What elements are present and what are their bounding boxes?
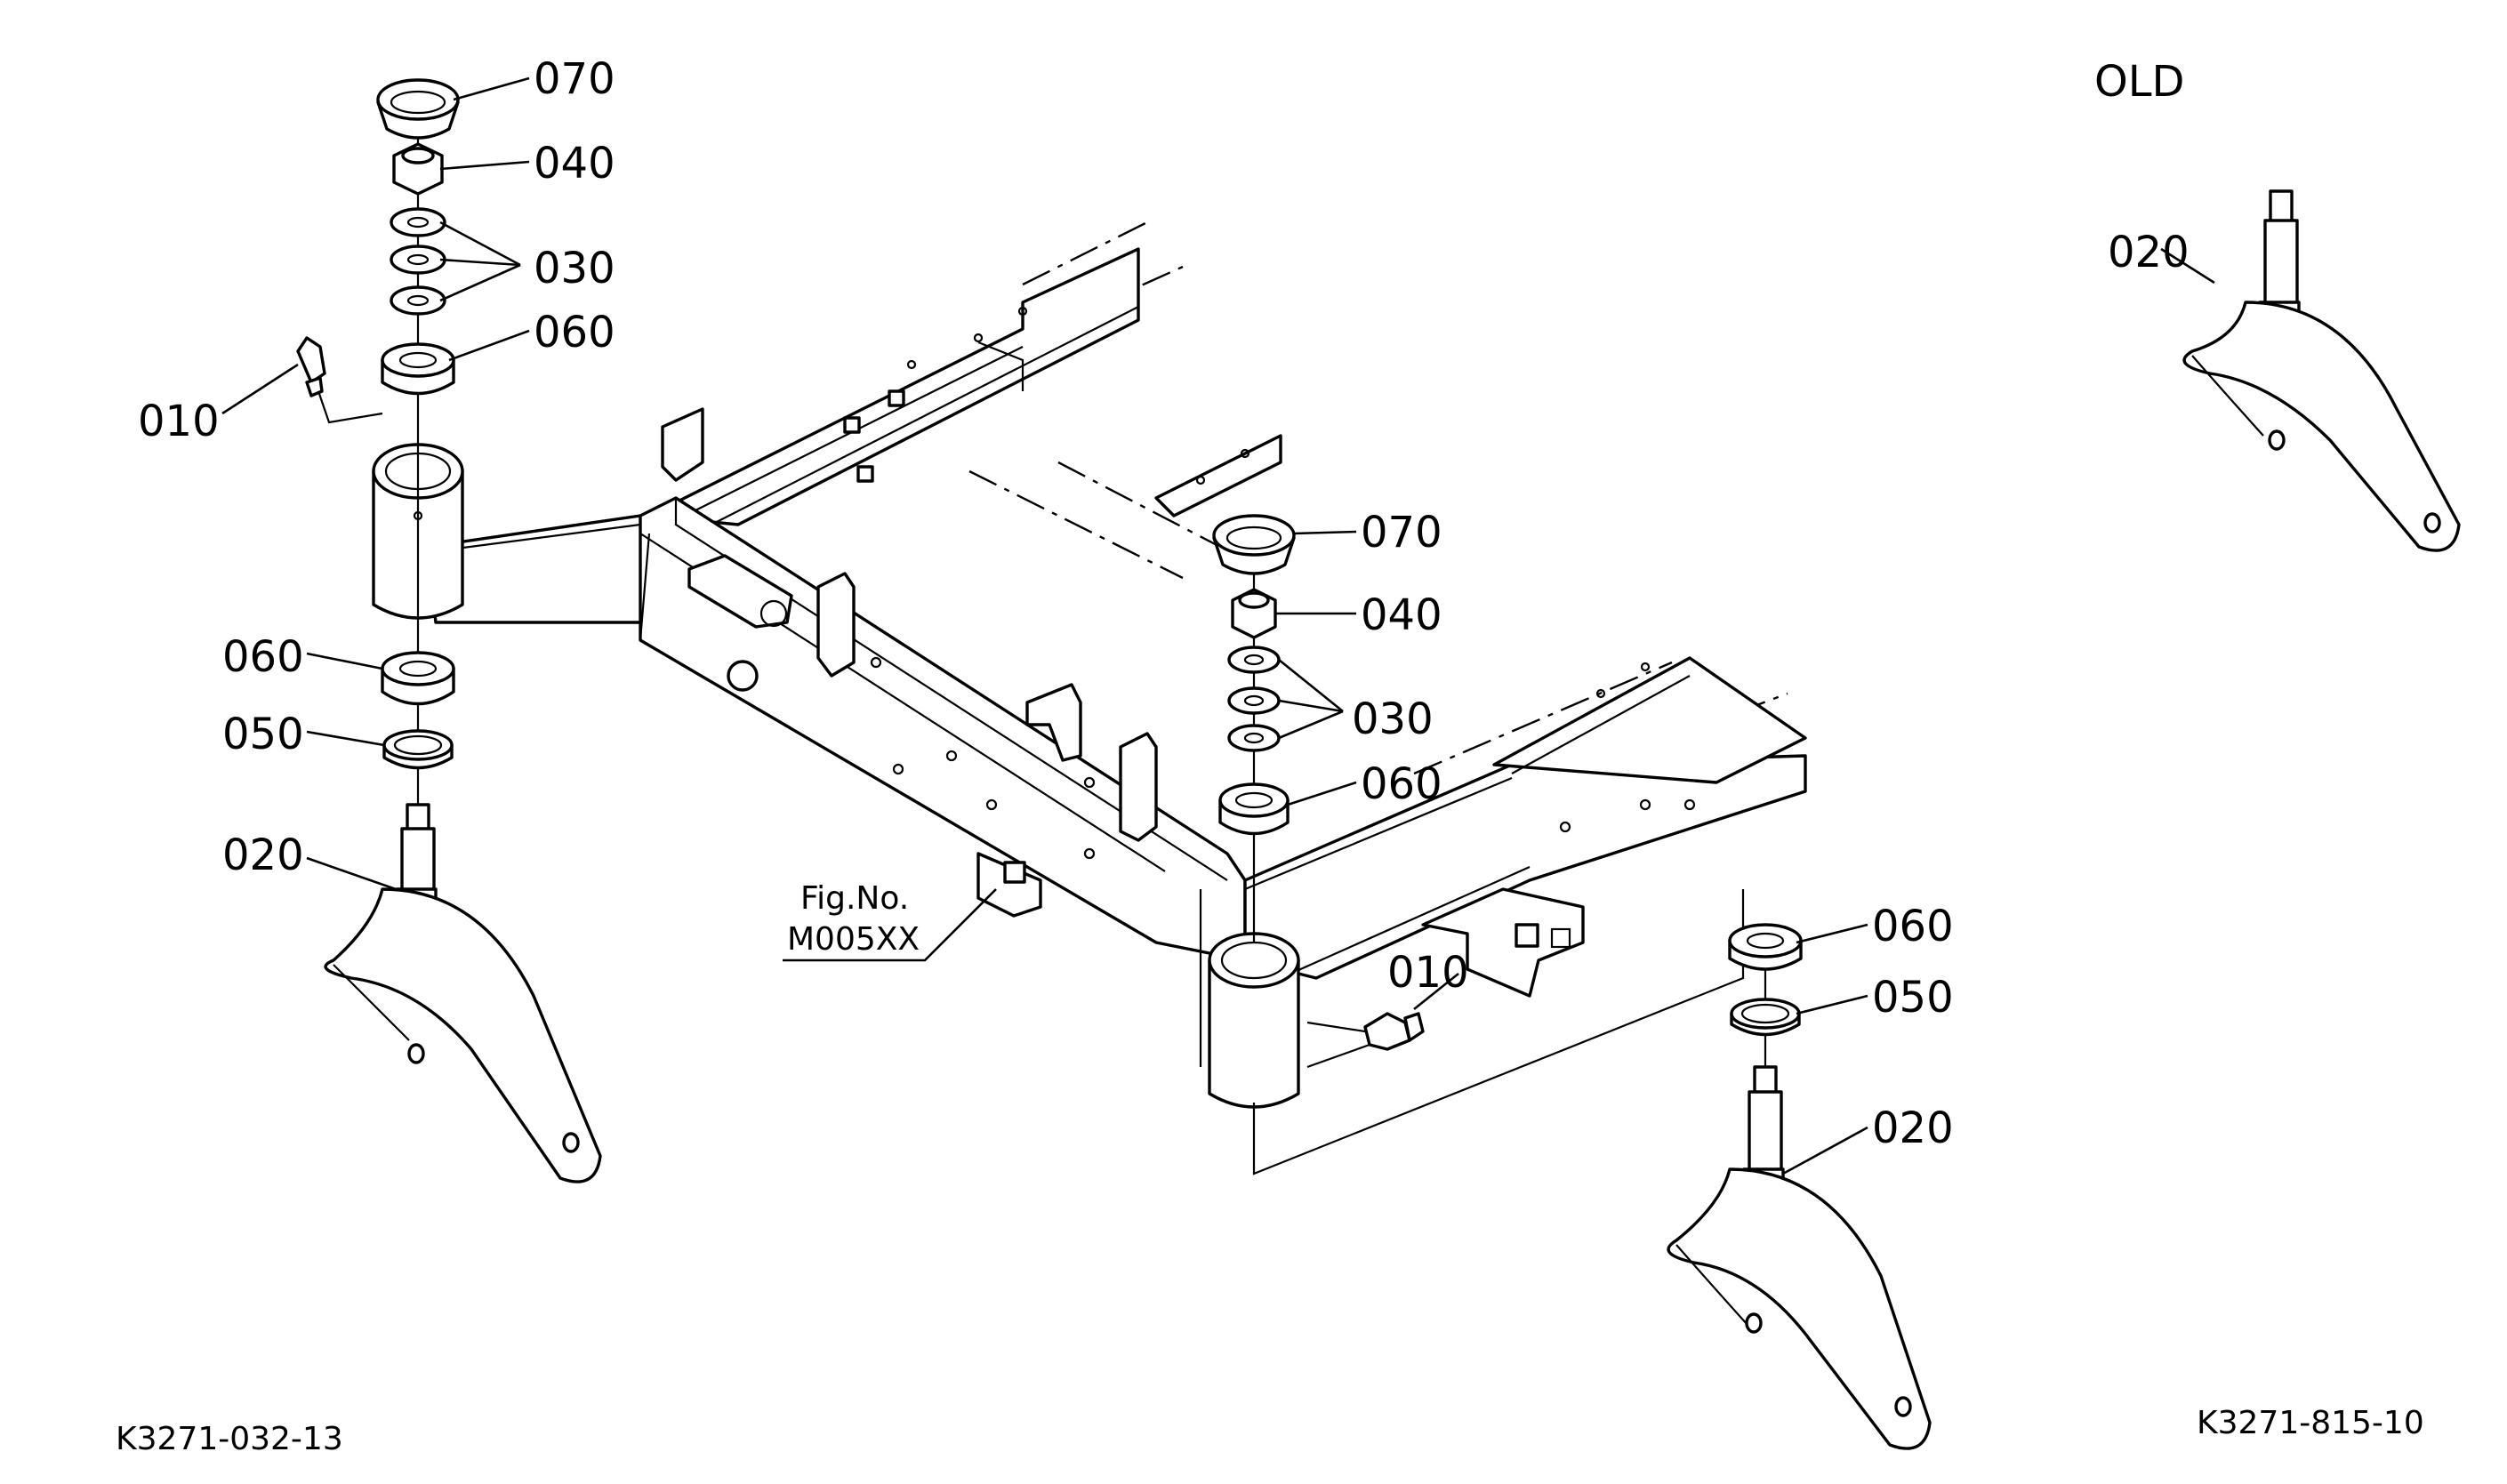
washer-icon: [390, 207, 446, 316]
caster-fork-icon: [1667, 1065, 1932, 1450]
callout-right-050: 050: [1872, 973, 1954, 1023]
header-variant-label: OLD: [2094, 57, 2184, 107]
grease-nipple-icon: [1306, 1012, 1425, 1069]
dust-cap-icon: [376, 78, 460, 140]
bearing-icon: [381, 342, 455, 396]
callout-left-010: 010: [138, 397, 220, 446]
callout-left-070: 070: [534, 54, 615, 104]
figure-ref-line2: M005XX: [787, 921, 920, 958]
nut-icon: [1231, 588, 1277, 639]
grease-nipple-icon: [296, 336, 383, 424]
callout-left-060-bottom: 060: [222, 632, 304, 682]
callout-center-030: 030: [1352, 694, 1434, 744]
seal-icon: [382, 729, 454, 770]
callout-center-040: 040: [1361, 590, 1442, 640]
caster-fork-icon: [324, 803, 602, 1183]
figure-ref-line1: Fig.No.: [800, 880, 909, 917]
bearing-icon: [1218, 782, 1290, 836]
drawing-number-right: K3271-815-10: [2197, 1405, 2424, 1441]
nut-icon: [392, 142, 444, 196]
callout-left-040: 040: [534, 139, 615, 189]
dust-cap-icon: [1212, 514, 1296, 575]
callout-center-060: 060: [1361, 759, 1442, 809]
callout-left-020: 020: [222, 830, 304, 880]
drawing-number-left: K3271-032-13: [116, 1421, 343, 1457]
callout-left-050: 050: [222, 710, 304, 759]
washer-icon: [1227, 646, 1281, 752]
callout-left-060-top: 060: [534, 308, 615, 357]
callout-right-060: 060: [1872, 902, 1954, 951]
seal-icon: [1730, 998, 1801, 1037]
bearing-icon: [1728, 923, 1803, 971]
callout-center-070: 070: [1361, 508, 1442, 558]
caster-fork-icon: [2182, 189, 2461, 552]
callout-left-030: 030: [534, 244, 615, 293]
bearing-icon: [381, 651, 455, 706]
callout-center-010: 010: [1387, 948, 1469, 998]
callout-old-020: 020: [2108, 228, 2190, 277]
callout-right-020: 020: [1872, 1103, 1954, 1153]
